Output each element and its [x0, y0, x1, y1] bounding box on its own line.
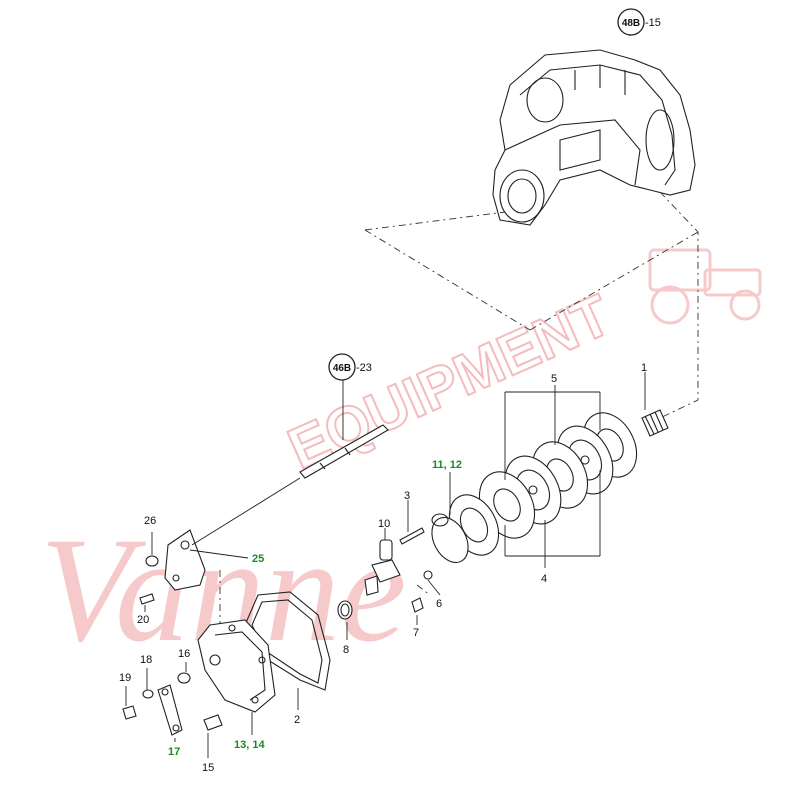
ref-46b-suffix: -23 — [356, 362, 372, 374]
callout-19: 19 — [119, 672, 131, 684]
part-8-o-ring — [337, 600, 353, 620]
assembly-lines — [219, 191, 699, 640]
callout-25: 25 — [252, 553, 264, 565]
part-19-nut — [122, 705, 137, 720]
part-11-12-piston — [431, 494, 500, 564]
callout-8: 8 — [343, 644, 349, 656]
callout-13-14: 13, 14 — [234, 739, 265, 751]
part-15-bolt — [203, 714, 223, 731]
ref-46b-code: 46B — [333, 363, 351, 374]
callout-15: 15 — [202, 762, 214, 774]
part-16-washer — [177, 672, 191, 684]
callout-2: 2 — [294, 714, 300, 726]
ref-48b-suffix: -15 — [645, 17, 661, 29]
part-18-washer — [142, 689, 154, 699]
ref-48b-code: 48B — [622, 18, 640, 29]
part-17-lever — [157, 684, 183, 736]
part-1-coupling — [641, 409, 669, 437]
callout-7: 7 — [413, 627, 419, 639]
callout-17: 17 — [168, 746, 180, 758]
part-10-lever-shaft — [364, 539, 401, 596]
callout-labels: 1 2 3 4 5 6 7 8 10 11, 12 13, 14 15 16 1… — [119, 362, 647, 774]
part-3-pin — [399, 527, 425, 545]
callout-16: 16 — [178, 648, 190, 660]
part-25-bracket — [164, 529, 206, 591]
transmission-housing — [492, 49, 696, 226]
part-13-14-cover — [197, 619, 276, 713]
callout-10: 10 — [378, 518, 390, 530]
watermark-tractor-icon — [648, 248, 762, 325]
reference-46b-23: 46B -23 — [328, 353, 372, 381]
ref-48b-circle — [617, 8, 645, 36]
part-20-bolt — [139, 593, 155, 605]
callout-3: 3 — [404, 490, 410, 502]
callout-4: 4 — [541, 573, 547, 585]
callout-6: 6 — [436, 598, 442, 610]
callout-20: 20 — [137, 614, 149, 626]
callout-26: 26 — [144, 515, 156, 527]
watermark: Vanne EQUIPMENT — [40, 248, 762, 673]
callout-18: 18 — [140, 654, 152, 666]
callout-1: 1 — [641, 362, 647, 374]
part-7-plug — [411, 597, 424, 613]
reference-48b-15: 48B -15 — [617, 8, 661, 36]
callout-11-12: 11, 12 — [432, 459, 462, 471]
part-26-bushing — [145, 555, 159, 567]
callout-5: 5 — [551, 373, 557, 385]
part-6-ball — [423, 570, 433, 580]
leader-lines — [125, 22, 646, 758]
ref-46b-circle — [328, 353, 356, 381]
shaft — [299, 424, 389, 479]
